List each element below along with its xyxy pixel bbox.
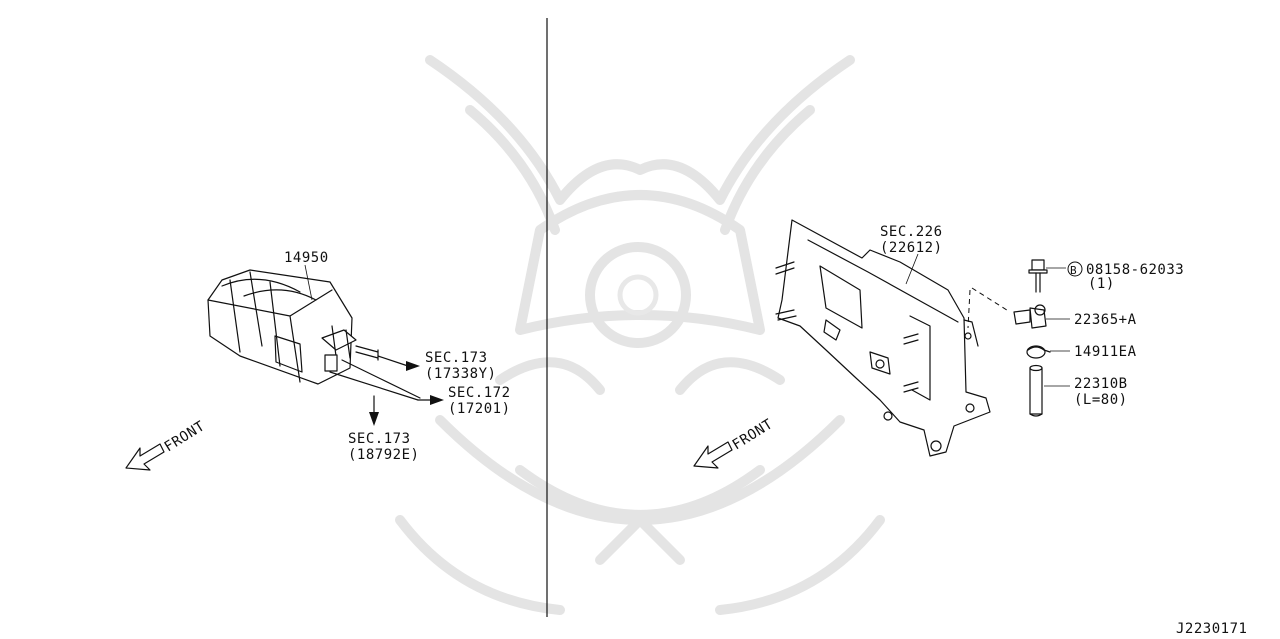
hose-icon (1029, 364, 1043, 417)
sec-173-label-a: SEC.173 (425, 350, 488, 366)
clamp-part-label: 14911EA (1074, 344, 1137, 360)
bolt-part-label: 08158-62033 (1086, 262, 1184, 278)
bracket-drawing (775, 219, 1011, 457)
watermark-logo (395, 55, 885, 615)
bolt-marker-icon: B (1067, 261, 1083, 277)
sec-173-ref-a: (17338Y) (425, 366, 496, 382)
arrow-sec-173-a (377, 355, 420, 371)
canister-drawing (207, 269, 421, 401)
clamp-icon (1026, 345, 1051, 359)
bolt-icon (1028, 259, 1048, 293)
diagram-id: J2230171 (1176, 621, 1247, 637)
sensor-part-label: 22365+A (1074, 312, 1137, 328)
sec-172-label: SEC.172 (448, 385, 511, 401)
arrow-sec-173-b (369, 395, 379, 426)
svg-text:B: B (1070, 264, 1077, 277)
arrow-sec-172 (417, 395, 444, 405)
hose-part-label: 22310B (1074, 376, 1128, 392)
front-label-left: FRONT (162, 418, 208, 455)
sec-173-label-b: SEC.173 (348, 431, 411, 447)
part-label-canister: 14950 (284, 250, 329, 266)
sec-172-ref: (17201) (448, 401, 511, 417)
sec-226-label: SEC.226 (880, 224, 943, 240)
front-arrow-right-icon (693, 441, 733, 469)
bolt-qty-label: (1) (1088, 276, 1115, 292)
front-label-right: FRONT (730, 416, 776, 453)
front-arrow-left-icon (125, 443, 165, 471)
sec-226-ref: (22612) (880, 240, 943, 256)
sensor-icon (1013, 304, 1047, 329)
sec-173-ref-b: (18792E) (348, 447, 419, 463)
hose-length-label: (L=80) (1074, 392, 1128, 408)
